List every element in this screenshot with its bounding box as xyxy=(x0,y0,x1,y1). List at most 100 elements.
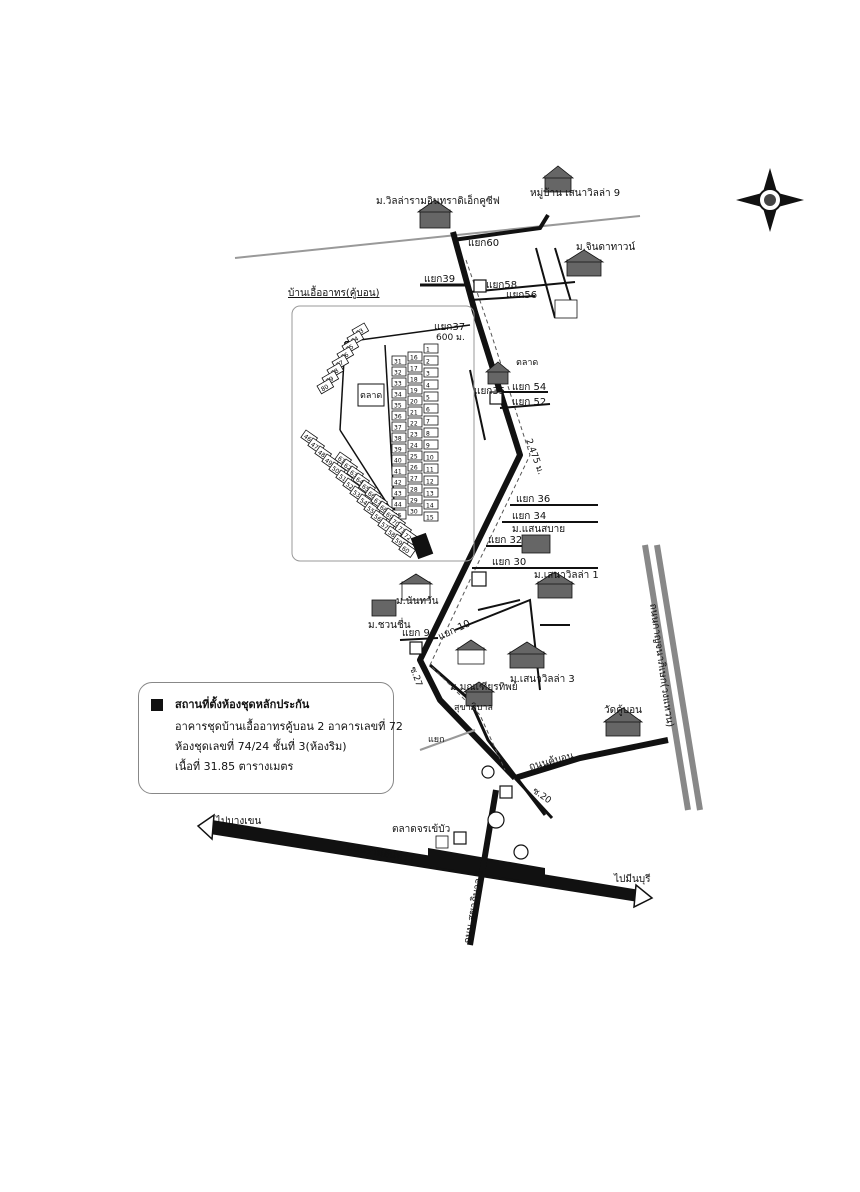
building-block-label: 72 xyxy=(402,532,412,542)
label-sanbai: ม.แสนสบาย xyxy=(512,524,565,535)
route-dashed xyxy=(429,259,531,771)
label-soi-56: แยก56 xyxy=(506,290,537,301)
building-block: 9 xyxy=(423,439,439,450)
label-soi-small: แยก xyxy=(428,735,445,745)
building-block: 3 xyxy=(423,367,439,378)
building-block: 6 xyxy=(423,403,439,414)
label-sukhaphiban-rd: ถนน สุขาภิบาล 1 xyxy=(462,868,486,944)
arrow-right-icon xyxy=(633,883,654,909)
building-block-label: 56 xyxy=(372,513,382,523)
building-block-label: 80 xyxy=(320,383,330,393)
label-soi-9: แยก 9 xyxy=(402,628,430,639)
label-senavilla1: ม.เสนาวิลล่า 1 xyxy=(534,570,599,581)
building-block-label: 38 xyxy=(394,436,402,443)
building-block: 17 xyxy=(407,362,423,373)
legend-unit: ห้องชุดเลขที่ 74/24 ชั้นที่ 3(ห้องริม) xyxy=(175,740,347,753)
legend: สถานที่ตั้งห้องชุดหลักประกัน อาคารชุดบ้า… xyxy=(138,682,403,794)
top-road xyxy=(234,215,641,259)
legend-swatch xyxy=(151,699,163,711)
arrow-left-icon xyxy=(196,813,215,841)
label-jorkhe-market: ตลาดจรเข้บัว xyxy=(392,823,450,835)
building-block-label: 17 xyxy=(410,366,418,373)
building-block-label: 3 xyxy=(426,371,430,378)
building-block-label: 21 xyxy=(410,410,418,417)
label-village-9: หมู่บ้าน เสนาวิลล่า 9 xyxy=(530,187,620,199)
building-block: 31 xyxy=(391,355,407,366)
building-block: 30 xyxy=(407,505,423,516)
building-block-label: 35 xyxy=(394,403,402,410)
village-icons xyxy=(371,165,644,849)
label-chuanchuen: ม.ชวนชื่น xyxy=(368,617,411,631)
building-block: 2 xyxy=(423,355,439,366)
label-maneethip: ม.มณเฑียรทิพย์ xyxy=(450,681,518,693)
building-block-label: 62 xyxy=(342,462,352,472)
building-block: 14 xyxy=(423,499,439,510)
building-block: 40 xyxy=(391,454,407,465)
building-block-label: 68 xyxy=(378,504,388,514)
building-block: 41 xyxy=(391,465,407,476)
building-block: 8 xyxy=(423,427,439,438)
building-block-label: 28 xyxy=(410,487,418,494)
legend-title: สถานที่ตั้งห้องชุดหลักประกัน xyxy=(175,698,310,711)
building-block-label: 18 xyxy=(410,377,418,384)
building-block-label: 48 xyxy=(316,449,326,459)
building-block-label: 63 xyxy=(348,469,358,479)
building-block: 44 xyxy=(391,498,407,509)
label-soi20: ซ.20 xyxy=(530,786,553,806)
label-soi-34: แยก 34 xyxy=(512,511,546,522)
building-block-label: 25 xyxy=(410,454,418,461)
label-soi-39: แยก39 xyxy=(424,274,455,285)
building-block: 32 xyxy=(391,366,407,377)
building-block-label: 40 xyxy=(394,458,402,465)
building-block-label: 57 xyxy=(379,521,389,531)
label-baan-eua: บ้านเอื้ออาทร(คู้บอน) xyxy=(288,285,380,299)
building-block: 16 xyxy=(407,351,423,362)
building-block-label: 5 xyxy=(426,395,430,402)
building-block-label: 71 xyxy=(396,525,406,535)
building-block: 25 xyxy=(407,450,423,461)
building-block-label: 11 xyxy=(426,467,434,474)
building-block: 11 xyxy=(423,463,439,474)
building-block: 23 xyxy=(407,428,423,439)
building-block: 5 xyxy=(423,391,439,402)
label-soi-52: แยก 52 xyxy=(512,397,546,408)
community-area xyxy=(291,305,475,562)
building-block-label: 19 xyxy=(410,388,418,395)
building-block-label: 46 xyxy=(302,433,312,443)
label-to-minburi: ไปมีนบุรี xyxy=(613,873,651,885)
building-block: 12 xyxy=(423,475,439,486)
building-block-label: 65 xyxy=(360,483,370,493)
building-block-label: 60 xyxy=(400,545,410,555)
label-village-top: ม.วิลล่ารามอินทราดิเอ็กคูซีฟ xyxy=(376,193,500,207)
building-block-label: 12 xyxy=(426,479,434,486)
label-market: ตลาด xyxy=(360,391,382,401)
building-block: 29 xyxy=(407,494,423,505)
label-dist2: 2.475 ม. xyxy=(523,438,545,477)
label-soi27: ซ.27 xyxy=(407,666,423,689)
label-soi-37: แยก37 xyxy=(434,322,465,333)
building-block-label: 36 xyxy=(394,414,402,421)
building-block-label: 64 xyxy=(354,476,364,486)
building-block: 13 xyxy=(423,487,439,498)
label-soi-60: แยก60 xyxy=(468,238,499,249)
building-block-label: 10 xyxy=(426,455,434,462)
building-block-label: 30 xyxy=(410,509,418,516)
building-block-label: 55 xyxy=(365,505,375,515)
main-road xyxy=(417,231,523,781)
building-block-label: 9 xyxy=(426,443,430,450)
kubon-road xyxy=(514,737,669,781)
building-block: 33 xyxy=(391,377,407,388)
building-block-label: 47 xyxy=(309,441,319,451)
target-building xyxy=(410,532,434,560)
building-block: 26 xyxy=(407,461,423,472)
building-block: 36 xyxy=(391,410,407,421)
store-icons xyxy=(409,279,529,860)
building-block-label: 27 xyxy=(410,476,418,483)
building-block-label: 58 xyxy=(386,529,396,539)
label-market2: ตลาด xyxy=(516,358,538,368)
building-block: 22 xyxy=(407,417,423,428)
building-block-label: 41 xyxy=(394,469,402,476)
building-block: 4 xyxy=(423,379,439,390)
kanchana-highway xyxy=(642,544,691,811)
